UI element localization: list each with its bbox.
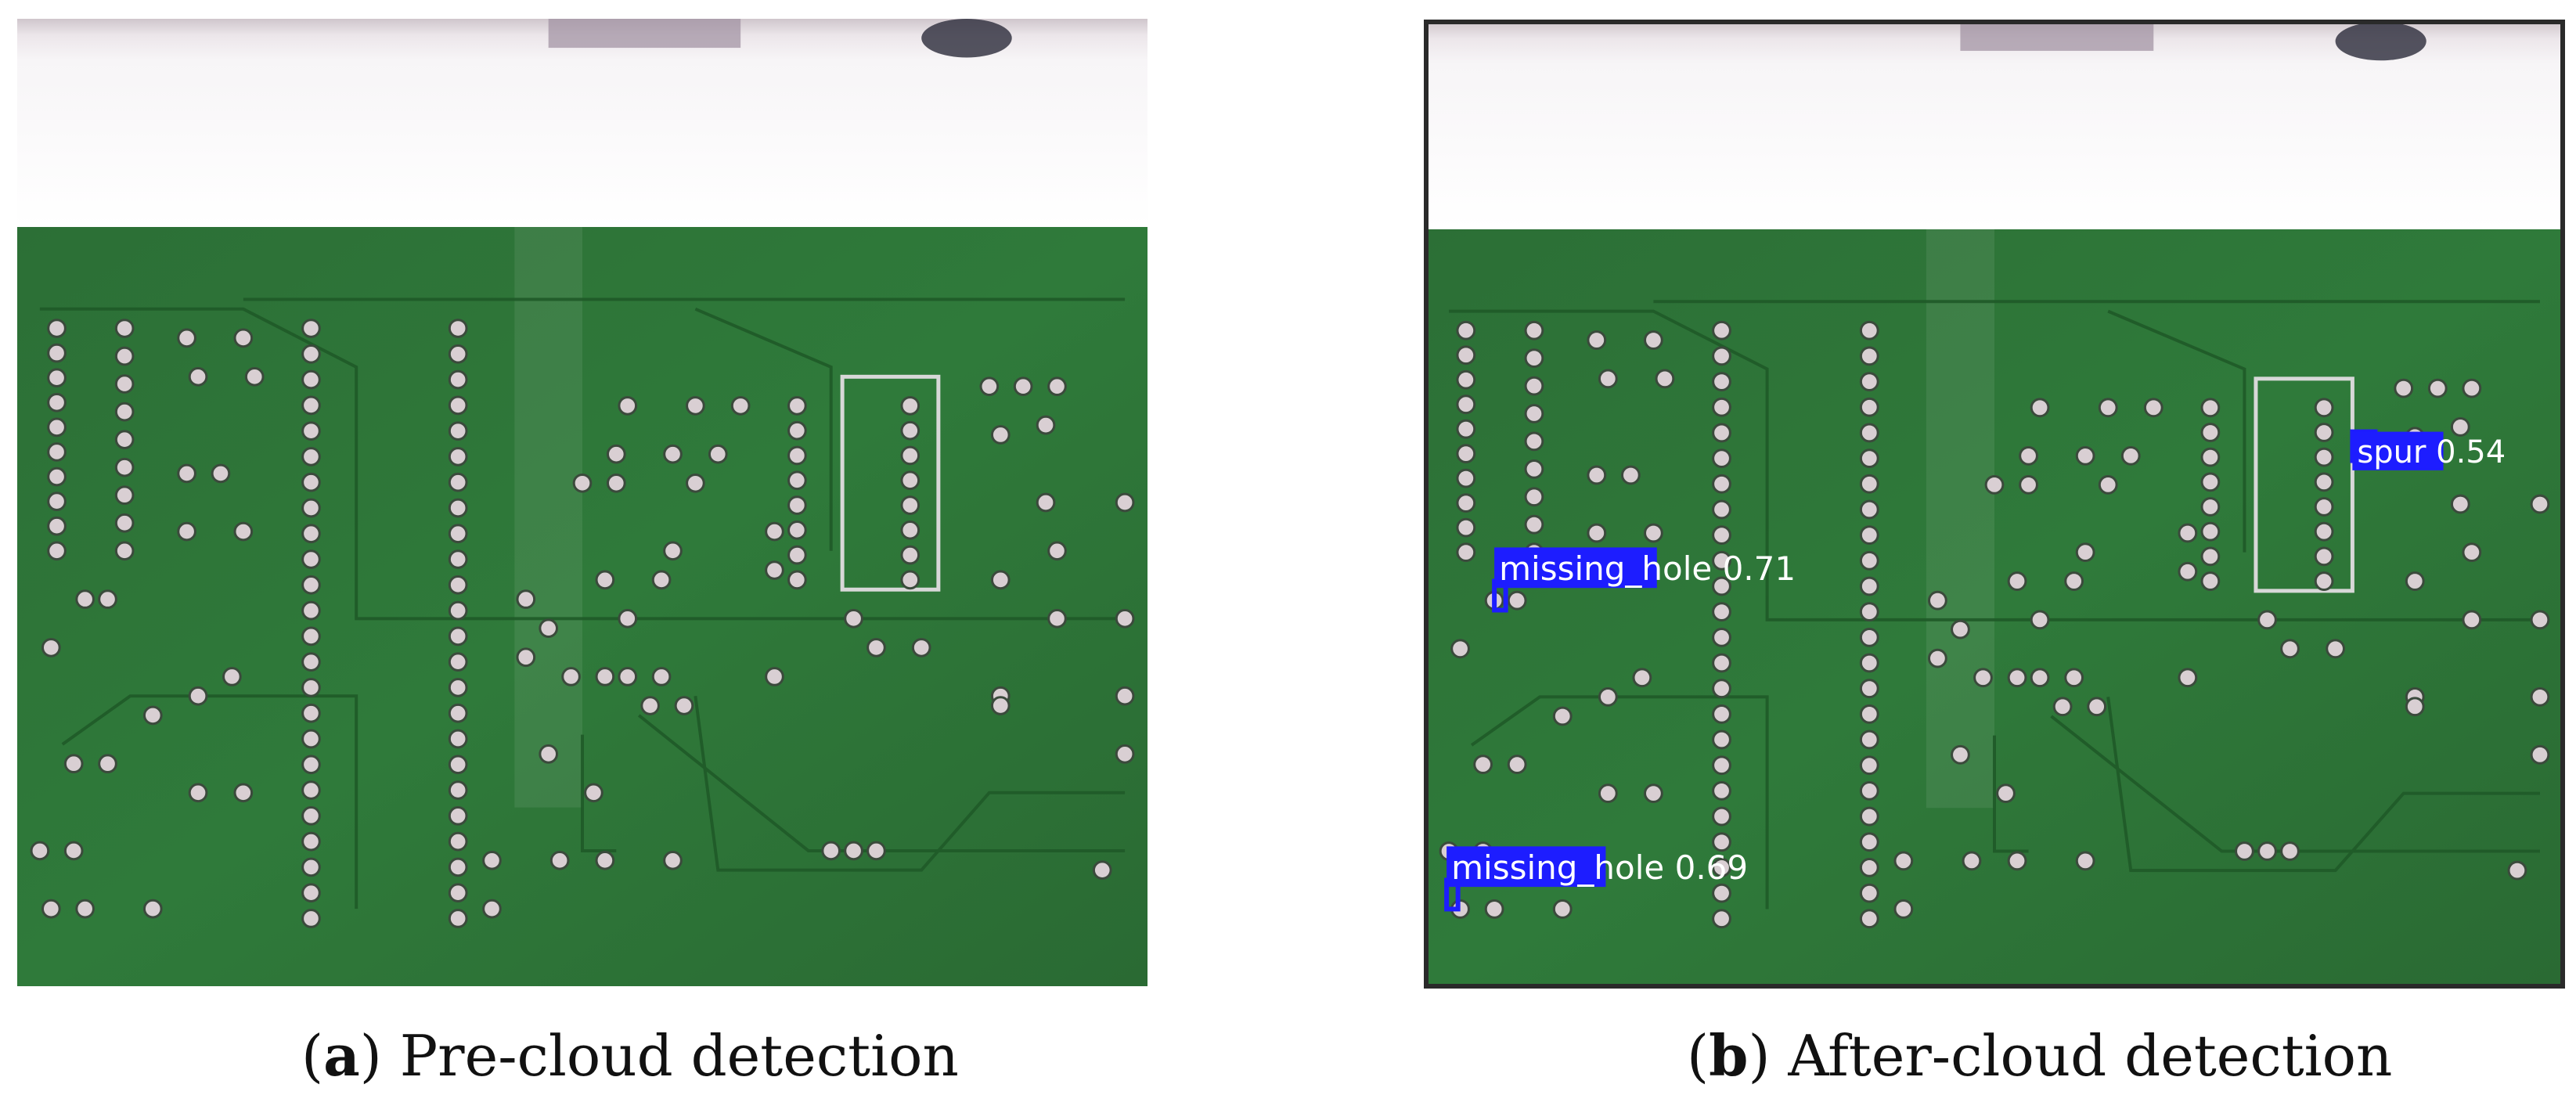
- ic-chip: [2254, 376, 2354, 593]
- caption-b: (b) After-cloud detection: [1687, 1022, 2393, 1089]
- detection-label: missing_hole 0.69: [1451, 848, 1748, 887]
- pcb-photo-b: spur 0.54 missing_hole 0.71 missing_hole 0…: [1426, 22, 2563, 986]
- detection-missing-hole-2: missing_hole 0.69: [1444, 846, 1748, 912]
- pcb-pads: [30, 319, 1135, 928]
- pcb-board: [17, 227, 1147, 986]
- detection-missing-hole-1: missing_hole 0.71: [1492, 547, 1796, 613]
- pcb-traces: [1449, 300, 2540, 909]
- pcb-board: [1426, 229, 2563, 986]
- caption-b-text: After-cloud detection: [1788, 1023, 2393, 1089]
- detection-label-bg: [1447, 846, 1606, 888]
- caption-a-letter: a: [323, 1022, 360, 1089]
- detection-label: spur 0.54: [2357, 434, 2506, 470]
- pcb-pads: [1439, 320, 2550, 929]
- pcb-image-after-cloud: spur 0.54 missing_hole 0.71 missing_hole 0…: [1424, 20, 2565, 989]
- pcb-traces: [39, 297, 1126, 909]
- pcb-photo-a: [17, 19, 1147, 986]
- detection-label-bg: [1494, 547, 1657, 589]
- ic-chip: [840, 374, 941, 592]
- detection-overlays: spur 0.54 missing_hole 0.71 missing_hole 0…: [1444, 429, 2506, 912]
- caption-a: (a) Pre-cloud detection: [301, 1022, 959, 1089]
- detection-label: missing_hole 0.71: [1499, 549, 1796, 588]
- caption-b-letter: b: [1709, 1022, 1749, 1089]
- detection-label-bg: [2352, 431, 2444, 470]
- detection-spur-0: spur 0.54: [2350, 429, 2506, 470]
- caption-a-text: Pre-cloud detection: [399, 1023, 959, 1089]
- pcb-image-pre-cloud: [17, 19, 1147, 986]
